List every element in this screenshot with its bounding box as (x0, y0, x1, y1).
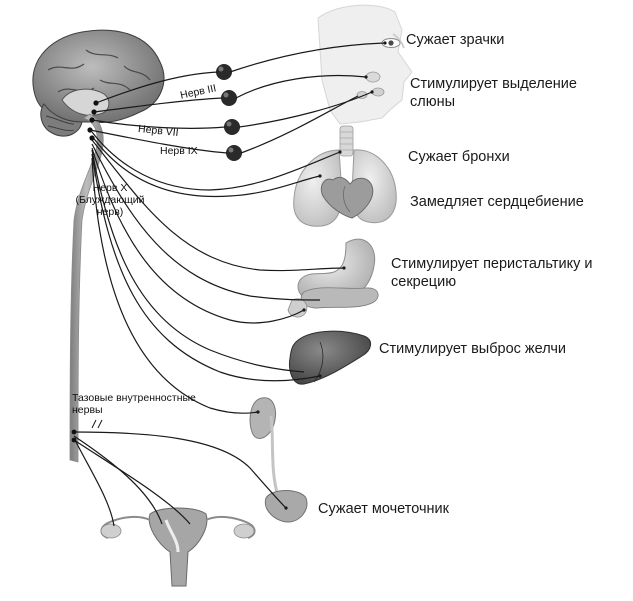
pelvic-ticks (91, 419, 103, 429)
bladder-icon (264, 490, 308, 523)
effect-label-bile: Стимулирует выброс желчи (379, 341, 566, 357)
fiber-pelvic-bladder (73, 431, 287, 509)
trachea-icon (339, 125, 354, 157)
ganglion-ciliary (216, 64, 232, 80)
uterus-icon (100, 507, 256, 587)
kidney-icon (249, 397, 276, 439)
nerve-label-pelvic: Тазовые внутренностные нервы (72, 392, 196, 416)
fiber-vagus-bronchi (91, 131, 341, 191)
face-silhouette (317, 4, 413, 125)
fiber-vagus-stomach-2 (91, 143, 321, 301)
effect-label-heart: Замедляет сердцебиение (410, 194, 584, 210)
fiber-n7a-post (235, 74, 367, 99)
pancreas-icon (287, 287, 379, 318)
fiber-vagus-liver-2 (91, 153, 321, 382)
spinal-cord (69, 113, 104, 463)
fiber-n7a-pre (93, 97, 223, 113)
ganglion-otic (226, 145, 242, 161)
effect-label-peristalsis: Стимулирует перистальтику и секрецию (391, 256, 593, 290)
ureter (269, 415, 280, 497)
fiber-pelvic-uterus-2 (73, 439, 191, 525)
fiber-vagus-liver-1 (91, 149, 305, 373)
nuclei-dots (71, 100, 99, 443)
brain-icon (32, 29, 165, 137)
nerve-endings (256, 41, 387, 510)
fiber-n7b-pre (91, 119, 226, 129)
fiber-n3-pre (95, 71, 219, 104)
effect-label-ureter: Сужает мочеточник (318, 501, 449, 517)
fiber-vagus-stomach-1 (91, 139, 345, 272)
nerve-fibers (73, 42, 386, 527)
fiber-vagus-kidney (91, 157, 259, 414)
fiber-vagus-heart (91, 135, 321, 198)
nerve-label-ix: Нерв IX (160, 145, 198, 157)
fiber-n9-post (240, 95, 359, 154)
effect-label-bronchi: Сужает бронхи (408, 149, 510, 165)
ganglion-submandibular (224, 119, 240, 135)
effect-label-saliva: Стимулирует выделение слюны (410, 76, 577, 110)
effect-label-pupils: Сужает зрачки (406, 32, 505, 48)
fiber-vagus-pancreas (91, 147, 305, 324)
ganglion-pterygopalatine (221, 90, 237, 106)
fiber-pelvic-uterus-1 (73, 435, 163, 525)
nerve-label-vagus: Нерв X (Блуждающий нерв) (75, 182, 145, 218)
fiber-n9-pre (89, 129, 228, 154)
fiber-n3-post (229, 42, 386, 73)
heart-icon (320, 176, 374, 219)
liver-icon (289, 330, 371, 385)
fiber-pelvic-ovary-l (73, 437, 115, 527)
fiber-n7b-post (238, 91, 373, 128)
